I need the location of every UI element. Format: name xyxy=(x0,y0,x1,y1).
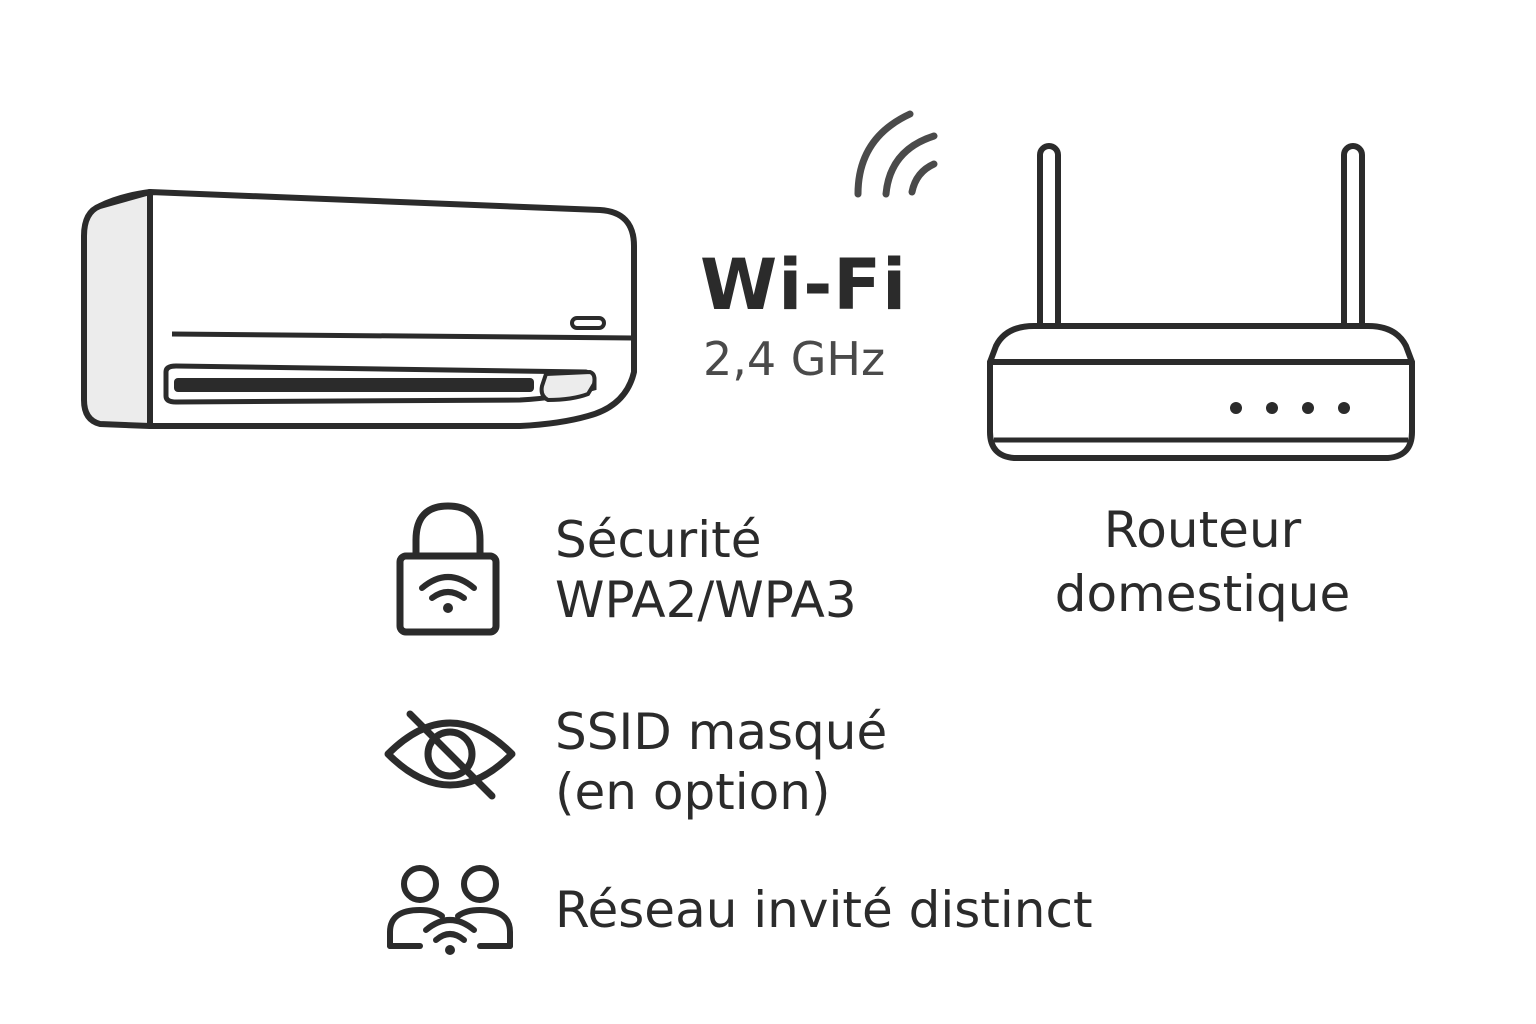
feature-security-line1: Sécurité xyxy=(555,511,762,569)
router-label: Routeur domestique xyxy=(1030,498,1375,626)
wifi-frequency: 2,4 GHz xyxy=(703,332,886,386)
router-label-line2: domestique xyxy=(1054,565,1351,623)
feature-ssid-line1: SSID masqué xyxy=(555,703,888,761)
feature-security: Sécurité WPA2/WPA3 xyxy=(555,510,857,630)
feature-ssid: SSID masqué (en option) xyxy=(555,702,887,822)
wifi-title: Wi-Fi xyxy=(700,244,908,326)
feature-security-line2: WPA2/WPA3 xyxy=(555,571,857,629)
feature-guest-network: Réseau invité distinct xyxy=(555,881,1093,939)
feature-ssid-line2: (en option) xyxy=(555,763,831,821)
router-label-line1: Routeur xyxy=(1103,501,1302,559)
